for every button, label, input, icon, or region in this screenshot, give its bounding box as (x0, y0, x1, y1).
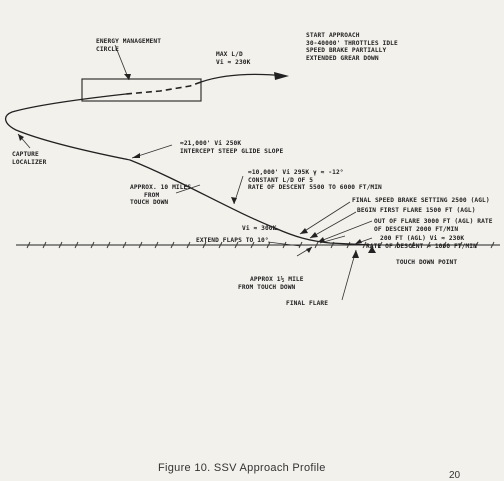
half-mile-line-2: FROM TOUCH DOWN (238, 283, 296, 291)
ground-ticks (26, 241, 495, 249)
ground-tick (170, 241, 175, 249)
max-ld-line-2: Vi ≈ 230K (216, 58, 251, 66)
first-flare-label: BEGIN FIRST FLARE 1500 FT (AGL) (357, 207, 476, 215)
ground-tick (346, 241, 351, 249)
capture-localizer-label: CAPTURE LOCALIZER (12, 151, 46, 166)
approach-path (5, 93, 373, 246)
ground-tick (314, 241, 319, 249)
extend-flaps-line-1: EXTEND FLAPS TO 10° (196, 237, 269, 244)
glide-slope-line-2: INTERCEPT STEEP GLIDE SLOPE (180, 147, 284, 155)
start-approach-line-4: EXTENDED GREAR DOWN (306, 54, 379, 62)
approach-path-upper (200, 73, 286, 83)
ground-tick (474, 241, 479, 249)
max-ld-label: MAX L/D Vi ≈ 230K (216, 51, 250, 66)
figure-caption: Figure 10. SSV Approach Profile (158, 462, 326, 474)
capture-localizer-line-1: CAPTURE (12, 151, 39, 158)
out-of-flare-label: OUT OF FLARE 3000 FT (AGL) RATE OF DESCE… (374, 218, 493, 233)
ground-tick (378, 241, 383, 249)
ground-tick (74, 241, 79, 249)
final-flare-line-1: FINAL FLARE (286, 300, 329, 307)
out-of-flare-line-2: OF DESCENT 2000 FT/MIN (374, 225, 459, 233)
ten-thousand-line-3: RATE OF DESCENT 5500 TO 6000 FT/MIN (248, 184, 382, 192)
dashed-path (125, 81, 202, 95)
final-flare-label: FINAL FLARE (286, 300, 328, 308)
ground-tick (410, 241, 415, 249)
extend-flaps-label: EXTEND FLAPS TO 10° (196, 237, 269, 245)
ten-thousand-line-1: ≈10,000' Vi 295K γ ≈ -12° (248, 169, 344, 176)
glide-slope-line-1: ≈21,000' Vi 250K (180, 140, 242, 147)
vi-300-label: Vi ≈ 300K (242, 225, 276, 233)
ground-tick (394, 241, 399, 249)
max-ld-line-1: MAX L/D (216, 51, 243, 58)
ground-tick (138, 241, 143, 249)
ground-tick (106, 241, 111, 249)
first-flare-line-1: BEGIN FIRST FLARE 1500 FT (AGL) (357, 207, 476, 214)
start-approach-line-3: SPEED BRAKE PARTIALLY (306, 47, 387, 55)
ground-tick (282, 241, 287, 249)
capture-localizer-line-2: LOCALIZER (12, 158, 47, 166)
ground-tick (90, 241, 95, 249)
ground-tick (218, 241, 223, 249)
touch-down-point-label: TOUCH DOWN POINT (396, 259, 457, 267)
start-approach-label: START APPROACH 30-40000' THROTTLES IDLE … (306, 32, 398, 62)
ground-tick (250, 241, 255, 249)
ground-tick (266, 241, 271, 249)
ten-thousand-line-2: CONSTANT L/D OF 5 (248, 176, 314, 184)
start-approach-line-2: 30-40000' THROTTLES IDLE (306, 39, 398, 47)
ground-tick (42, 241, 47, 249)
energy-management-line-1: ENERGY MANAGEMENT (96, 38, 162, 45)
half-mile-label: APPROX 1½ MILE FROM TOUCH DOWN (238, 276, 304, 291)
touch-down-point-line-1: TOUCH DOWN POINT (396, 259, 458, 266)
leader-arrowheads (18, 74, 362, 258)
ground-tick (58, 241, 63, 249)
ten-miles-label: APPROX. 10 MILES FROM TOUCH DOWN (130, 184, 191, 207)
ten-miles-line-2: FROM (144, 191, 160, 199)
start-approach-line-1: START APPROACH (306, 32, 360, 39)
ground-tick (442, 241, 447, 249)
ground-tick (234, 241, 239, 249)
ten-miles-line-3: TOUCH DOWN (130, 199, 169, 207)
ten-miles-line-1: APPROX. 10 MILES (130, 184, 192, 191)
vi-300-line-1: Vi ≈ 300K (242, 225, 277, 232)
two-hundred-ft-label: 200 FT (AGL) Vi ≈ 230K RATE OF DESCENT ≈… (366, 235, 477, 250)
page-number: 20 (449, 470, 461, 481)
start-arrow (274, 72, 289, 80)
energy-management-label: ENERGY MANAGEMENT CIRCLE (96, 38, 161, 53)
ground-tick (490, 241, 495, 249)
energy-management-box (81, 78, 202, 102)
ground-tick (298, 241, 303, 249)
ground-tick (202, 241, 207, 249)
final-speed-brake-line-1: FINAL SPEED BRAKE SETTING 2500 (AGL) (352, 197, 490, 204)
touchdown-marker (368, 246, 376, 253)
out-of-flare-line-1: OUT OF FLARE 3000 FT (AGL) RATE (374, 218, 493, 225)
two-hundred-line-1: 200 FT (AGL) Vi ≈ 230K (380, 235, 465, 242)
two-hundred-line-2: RATE OF DESCENT ≈ 1000 FT/MIN (366, 242, 477, 250)
ground-tick (122, 241, 127, 249)
ground-tick (458, 241, 463, 249)
ground-tick (186, 241, 191, 249)
energy-management-line-2: CIRCLE (96, 45, 119, 53)
glide-slope-label: ≈21,000' Vi 250K INTERCEPT STEEP GLIDE S… (180, 140, 283, 155)
ten-thousand-label: ≈10,000' Vi 295K γ ≈ -12° CONSTANT L/D O… (248, 169, 382, 192)
ground-tick (426, 241, 431, 249)
final-speed-brake-label: FINAL SPEED BRAKE SETTING 2500 (AGL) (352, 197, 490, 205)
ground-tick (26, 241, 31, 249)
half-mile-line-1: APPROX 1½ MILE (250, 276, 304, 283)
ground-tick (154, 241, 159, 249)
